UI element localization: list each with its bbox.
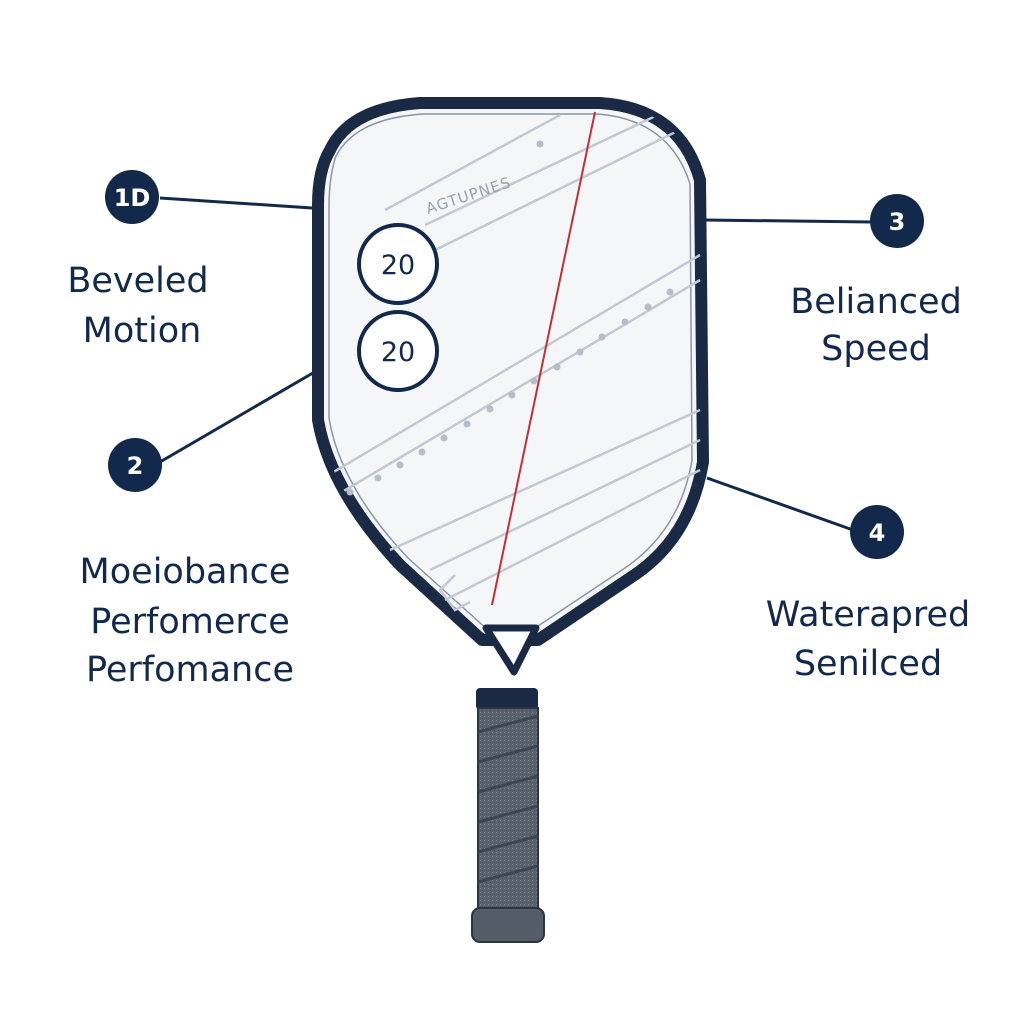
paddle-handle [471,688,545,943]
badge-2: 20 [357,310,439,392]
paddle-head: AGTUPNES 20 20 [312,97,709,676]
badge-1: 20 [357,223,439,305]
marker-4-label: 4 [869,519,886,547]
callout-2-line-2: Perfomerce [90,602,290,642]
badge-1-value: 20 [381,250,415,281]
callout-4-line-2: Senilced [794,644,942,684]
paddle-frame-inner-edge [328,113,693,631]
marker-2-label: 2 [127,452,144,480]
callout-3-line-2: Speed [821,329,931,369]
leader-line-1 [159,196,313,210]
grip-butt-cap [471,907,545,943]
callout-2-line-3: Perfomance [86,650,294,690]
callout-4-line-1: Waterapred [766,595,971,635]
paddle-throat [482,624,540,676]
callout-label-3: Belianced Speed [790,282,962,369]
leader-line-2 [159,368,319,464]
marker-1-label: 1D [114,184,151,212]
marker-1: 1D [105,170,159,224]
marker-3: 3 [870,194,924,248]
marker-4: 4 [850,505,904,559]
grip-wrap [477,707,539,914]
callout-label-2: Moeiobance Perfomerce Perfomance [80,552,294,690]
surface-dots [346,140,674,496]
badge-2-value: 20 [381,337,415,368]
grip-collar [476,688,538,710]
sweet-spot-line [491,111,596,606]
callout-1-line-1: Beveled [67,261,208,301]
grip-wrap-stripes [477,714,539,884]
callout-label-4: Waterapred Senilced [766,595,971,684]
marker-3-label: 3 [889,208,906,236]
surface-graphics [319,103,701,612]
callout-label-1: Beveled Motion [67,261,208,351]
callout-2-line-1: Moeiobance [80,552,291,592]
leader-line-3 [704,218,873,224]
callout-1-line-2: Motion [83,311,202,351]
leader-line-4 [706,476,854,532]
leader-lines [159,196,873,532]
callout-3-line-1: Belianced [790,282,962,322]
marker-2: 2 [108,438,162,492]
